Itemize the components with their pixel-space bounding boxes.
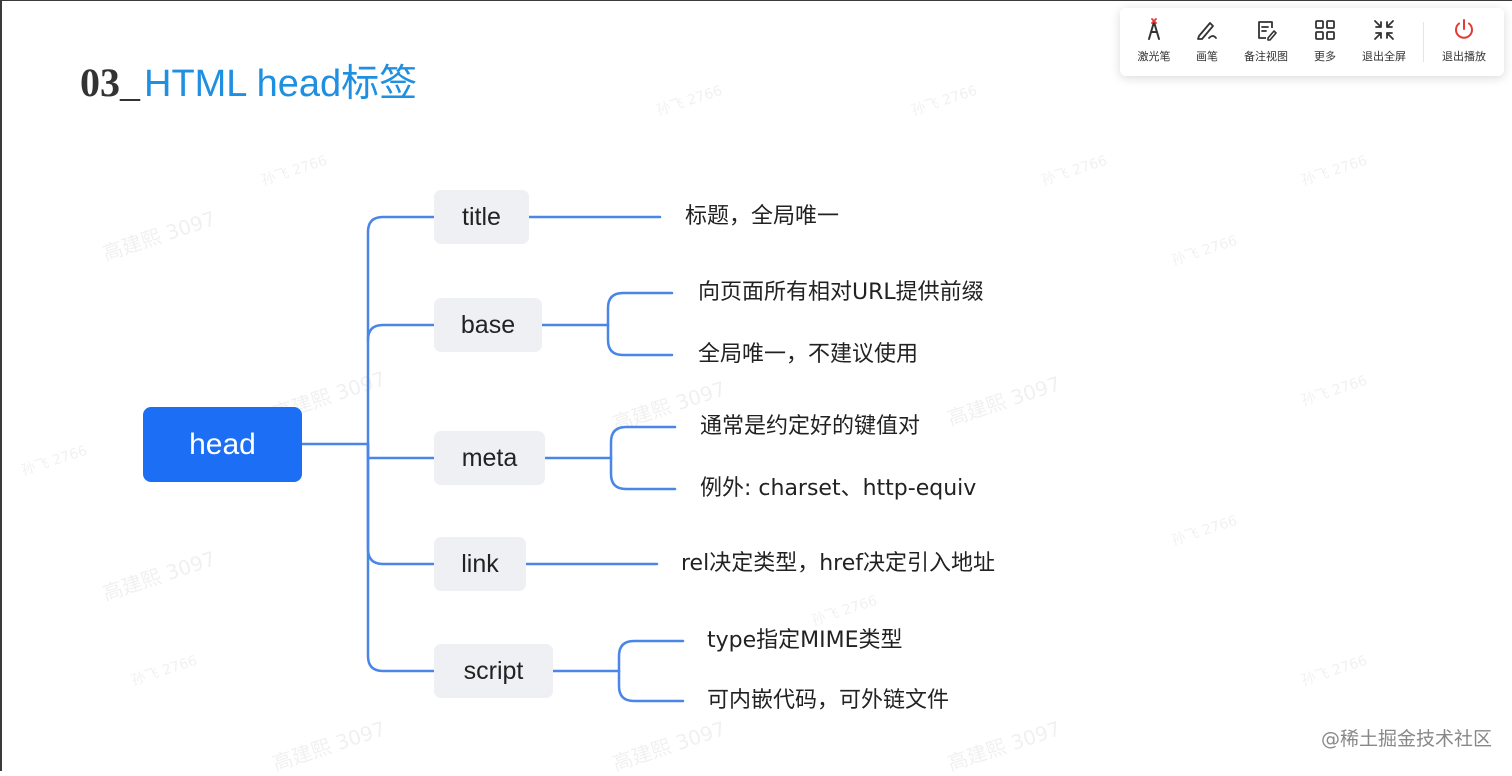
- connector-script-leaf-2: [617, 669, 685, 703]
- title-separator: _: [120, 60, 140, 105]
- pen-icon: [1197, 22, 1217, 40]
- power-icon: [1455, 19, 1473, 39]
- exit-fullscreen-label: 退出全屏: [1362, 51, 1406, 63]
- connector-meta-leaf-1: [609, 425, 677, 460]
- connector-base-leaf-2: [606, 323, 674, 357]
- notes-view-button[interactable]: 备注视图: [1236, 18, 1296, 64]
- mindmap-leaf-base-1[interactable]: 向页面所有相对URL提供前缀: [698, 280, 984, 305]
- exit-fullscreen-icon: [1374, 20, 1394, 40]
- mindmap-node-base[interactable]: base: [434, 298, 542, 352]
- toolbar-divider: [1423, 22, 1424, 62]
- connector-script: [366, 442, 436, 673]
- mindmap-node-script[interactable]: script: [434, 644, 553, 698]
- more-label: 更多: [1314, 51, 1336, 63]
- mindmap-leaf-title-1[interactable]: 标题，全局唯一: [685, 204, 840, 229]
- mindmap-leaf-script-2[interactable]: 可内嵌代码，可外链文件: [707, 688, 950, 713]
- mindmap-leaf-meta-1[interactable]: 通常是约定好的键值对: [700, 414, 921, 439]
- more-button[interactable]: 更多: [1295, 18, 1355, 64]
- title-text: HTML head标签: [144, 63, 418, 105]
- connector-meta: [366, 442, 436, 460]
- connector-link: [366, 442, 436, 566]
- pen-button[interactable]: 画笔: [1177, 18, 1237, 64]
- source-credit: @稀土掘金技术社区: [1320, 728, 1492, 750]
- connector-base-leaf-1: [606, 291, 674, 327]
- exit-play-label: 退出播放: [1442, 51, 1486, 63]
- notes-view-icon: [1258, 21, 1277, 41]
- presentation-toolbar: 激光笔 画笔 备注视图 更多 退出全屏: [1120, 8, 1504, 76]
- mindmap-leaf-base-2[interactable]: 全局唯一，不建议使用: [698, 342, 919, 367]
- mindmap-root-head[interactable]: head: [143, 407, 302, 482]
- frame-left-border: [0, 0, 2, 771]
- connector-base: [366, 323, 436, 342]
- connector-script-leaf-1: [617, 639, 685, 673]
- slide-title: 03 _ HTML head标签: [80, 52, 417, 106]
- grid-icon: [1315, 20, 1335, 40]
- mindmap-leaf-link-1[interactable]: rel决定类型，href决定引入地址: [681, 551, 995, 576]
- exit-fullscreen-button[interactable]: 退出全屏: [1354, 18, 1414, 64]
- mindmap-node-link[interactable]: link: [434, 537, 526, 591]
- frame-top-border: [0, 0, 1512, 1]
- laser-pointer-button[interactable]: 激光笔: [1124, 18, 1184, 64]
- connector-meta-leaf-2: [609, 456, 677, 491]
- mindmap-leaf-meta-2[interactable]: 例外: charset、http-equiv: [700, 476, 977, 501]
- mindmap-leaf-script-1[interactable]: type指定MIME类型: [707, 628, 903, 653]
- title-number: 03: [80, 60, 120, 105]
- exit-play-button[interactable]: 退出播放: [1434, 18, 1494, 64]
- connector-title: [366, 215, 436, 446]
- mindmap-node-meta[interactable]: meta: [434, 431, 545, 485]
- notes-view-label: 备注视图: [1244, 51, 1288, 63]
- pen-label: 画笔: [1196, 51, 1218, 63]
- laser-pointer-label: 激光笔: [1137, 51, 1171, 63]
- mindmap-node-title[interactable]: title: [434, 190, 529, 244]
- laser-pointer-icon: [1148, 18, 1160, 40]
